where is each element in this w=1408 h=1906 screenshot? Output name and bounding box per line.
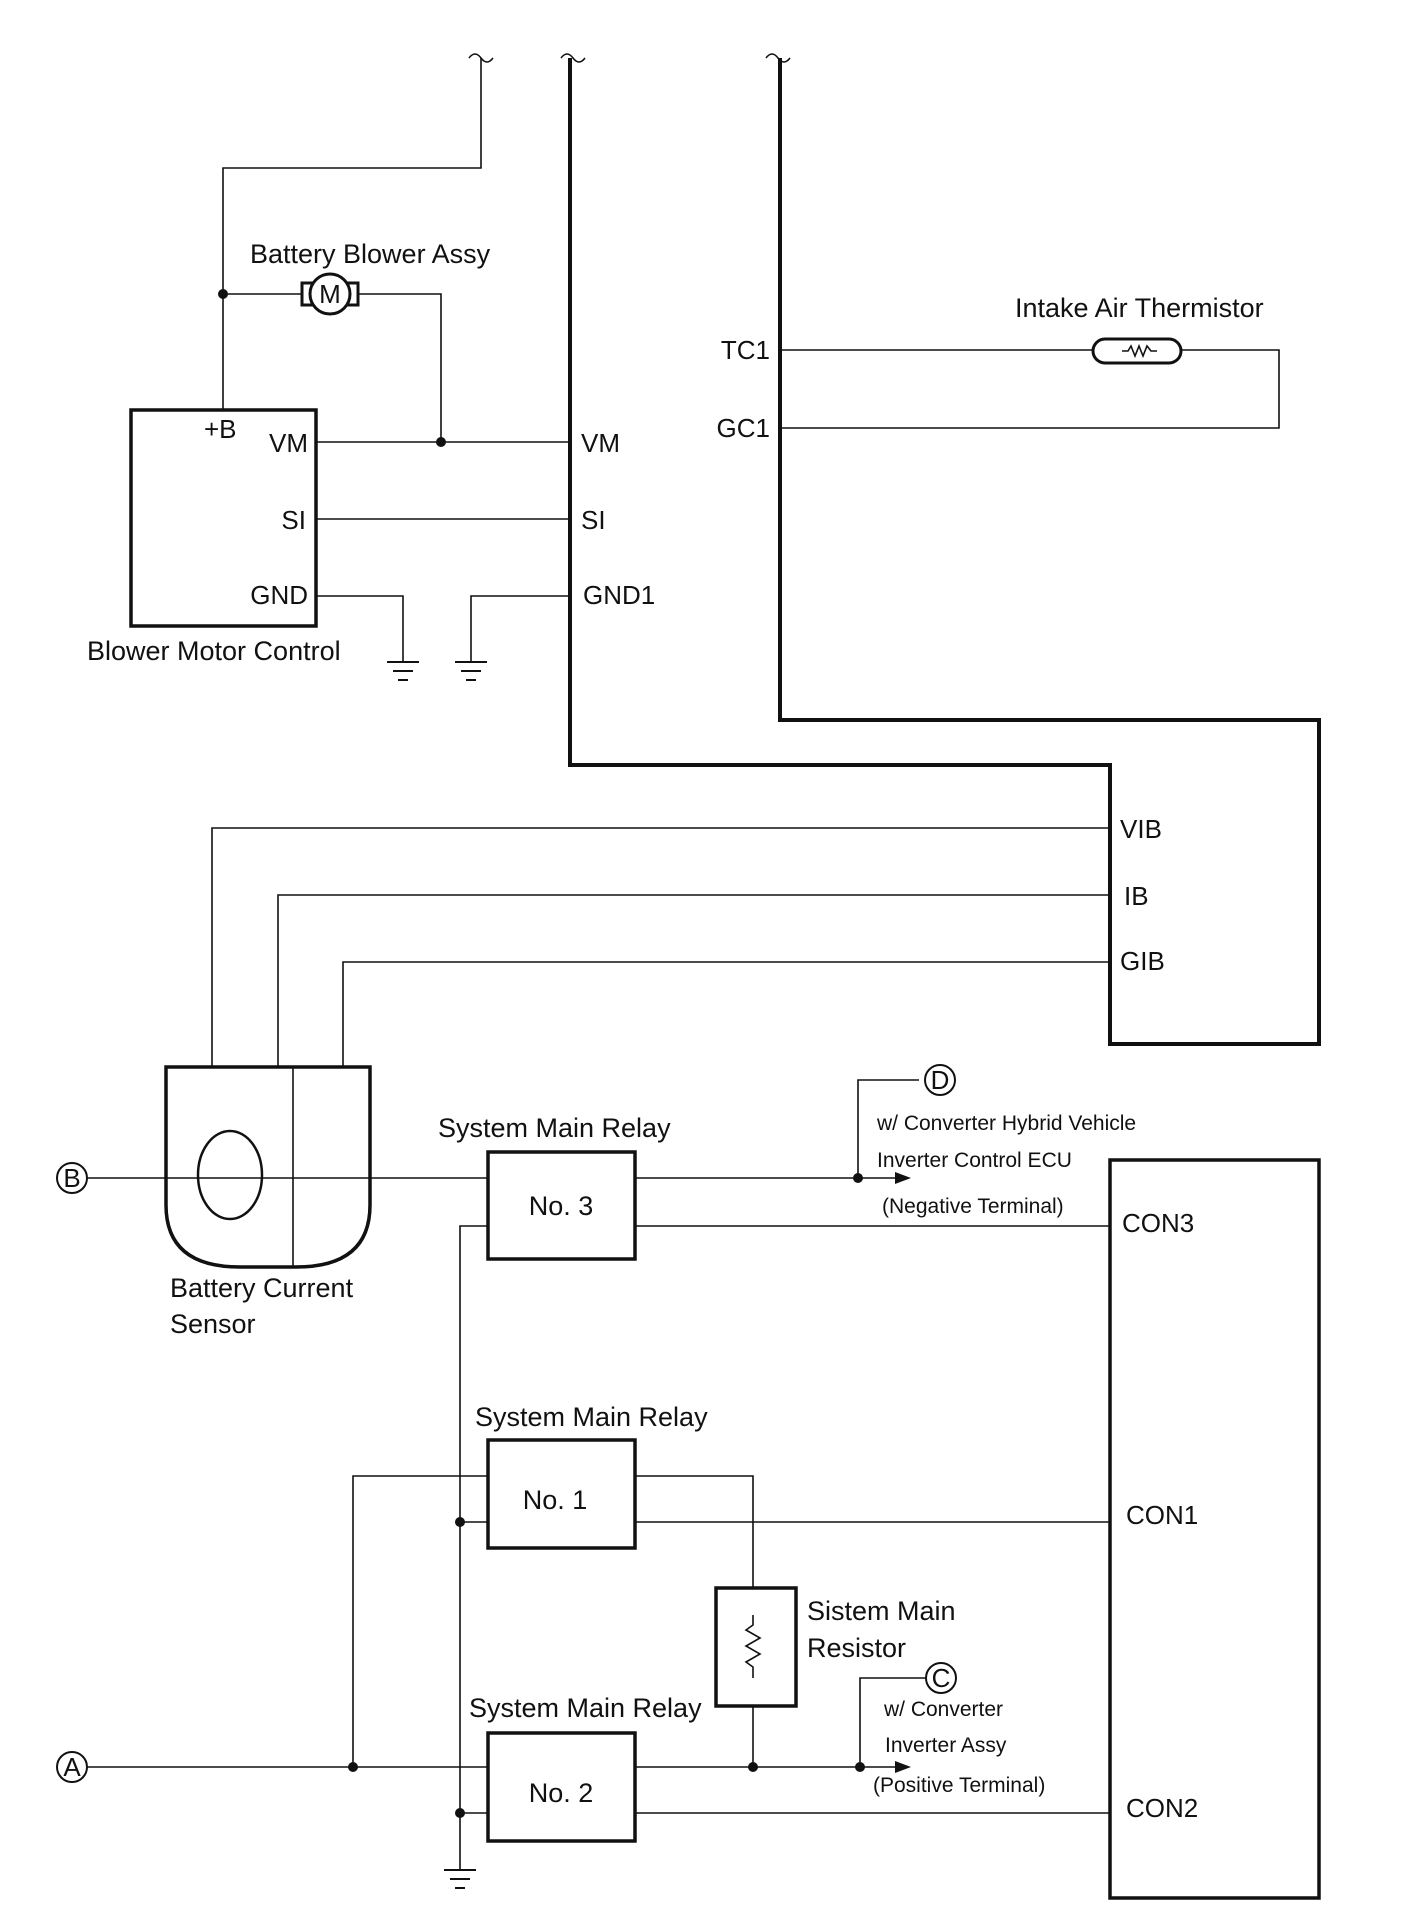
gib-wire <box>342 961 1110 1067</box>
gnd-wire <box>316 595 404 662</box>
gnd1-wire <box>470 595 570 662</box>
thermistor-return-wire <box>780 349 1280 429</box>
tc1-terminal: TC1 <box>721 335 770 365</box>
resistor-label-2: Resistor <box>807 1633 906 1663</box>
battery-current-sensor-label-2: Sensor <box>170 1309 256 1339</box>
d-arrow-head <box>895 1172 911 1184</box>
connector-d-circle <box>924 1064 956 1096</box>
smr3-title: System Main Relay <box>438 1113 671 1143</box>
c-arrow-head <box>895 1761 911 1773</box>
con2-terminal: CON2 <box>1126 1793 1198 1823</box>
d-branch-wire <box>857 1079 919 1178</box>
smr3-label: No. 3 <box>529 1191 594 1221</box>
vib-terminal: VIB <box>1120 814 1162 844</box>
battery-blower-assy-label: Battery Blower Assy <box>250 239 491 269</box>
ecu-vm-terminal: VM <box>581 428 620 458</box>
gib-terminal: GIB <box>1120 946 1165 976</box>
junction-dot <box>748 1762 758 1772</box>
ecu-si-terminal: SI <box>581 505 606 535</box>
ground-symbol <box>455 661 487 681</box>
connector-c-circle <box>925 1662 957 1694</box>
ecu-gnd1-terminal: GND1 <box>583 580 655 610</box>
c-branch-wire <box>859 1677 926 1767</box>
smr1-title: System Main Relay <box>475 1402 708 1432</box>
smr3-box <box>486 1150 637 1261</box>
smr2-box <box>486 1731 637 1843</box>
c-note-line3: (Positive Terminal) <box>873 1774 1045 1797</box>
smr2-title: System Main Relay <box>469 1693 702 1723</box>
smr1-label: No. 1 <box>523 1485 588 1515</box>
ecu-con-box <box>1108 1158 1321 1900</box>
con1-terminal: CON1 <box>1126 1500 1198 1530</box>
ib-wire <box>277 894 1110 1067</box>
bmc-gnd-terminal: GND <box>250 580 308 610</box>
ib-terminal: IB <box>1124 881 1149 911</box>
bmc-vm-terminal: VM <box>269 428 308 458</box>
junction-dot <box>218 289 228 299</box>
smr2-label: No. 2 <box>529 1778 594 1808</box>
junction-dot <box>853 1173 863 1183</box>
relay-ground-rail <box>459 1225 488 1870</box>
bmc-plus-b-terminal: +B <box>204 414 237 444</box>
bmc-si-terminal: SI <box>281 505 306 535</box>
gc1-terminal: GC1 <box>717 413 770 443</box>
smr1-input-wire <box>352 1475 488 1767</box>
d-note-line3: (Negative Terminal) <box>882 1195 1064 1218</box>
system-main-resistor-box <box>714 1586 798 1708</box>
blower-motor-control-box <box>129 408 318 628</box>
motor-symbol-label: M <box>319 279 341 309</box>
intake-air-thermistor-label: Intake Air Thermistor <box>1015 293 1264 323</box>
c-note-line2: Inverter Assy <box>885 1734 1007 1757</box>
battery-blower-motor: M <box>300 272 360 316</box>
smr1-output-wire <box>635 1475 754 1588</box>
ecu-outline-left <box>568 58 1321 1046</box>
con3-terminal: CON3 <box>1122 1208 1194 1238</box>
junction-dot <box>348 1762 358 1772</box>
junction-dot <box>455 1517 465 1527</box>
connector-c-label: C <box>932 1663 951 1693</box>
battery-current-sensor-label-1: Battery Current <box>170 1273 354 1303</box>
ground-symbol <box>387 661 419 681</box>
blower-motor-control-label: Blower Motor Control <box>87 636 341 666</box>
power-feed-wire <box>222 58 482 410</box>
blower-return-wire <box>358 293 442 442</box>
battery-current-sensor <box>164 1065 372 1269</box>
intake-air-thermistor <box>1091 337 1183 365</box>
junction-dot <box>455 1808 465 1818</box>
resistor-label-1: Sistem Main <box>807 1596 956 1626</box>
system-main-resistor-symbol <box>744 1615 762 1678</box>
ground-symbol <box>444 1869 476 1889</box>
connector-a-label: A <box>63 1752 81 1782</box>
wire-break-mark <box>560 53 586 63</box>
connector-d-label: D <box>931 1065 950 1095</box>
smr1-box <box>486 1438 637 1550</box>
c-note-line1: w/ Converter <box>883 1698 1003 1721</box>
connector-b-label: B <box>63 1163 80 1193</box>
d-note-line1: w/ Converter Hybrid Vehicle <box>876 1112 1136 1135</box>
vib-wire <box>211 827 1110 1067</box>
d-note-line2: Inverter Control ECU <box>877 1149 1072 1172</box>
